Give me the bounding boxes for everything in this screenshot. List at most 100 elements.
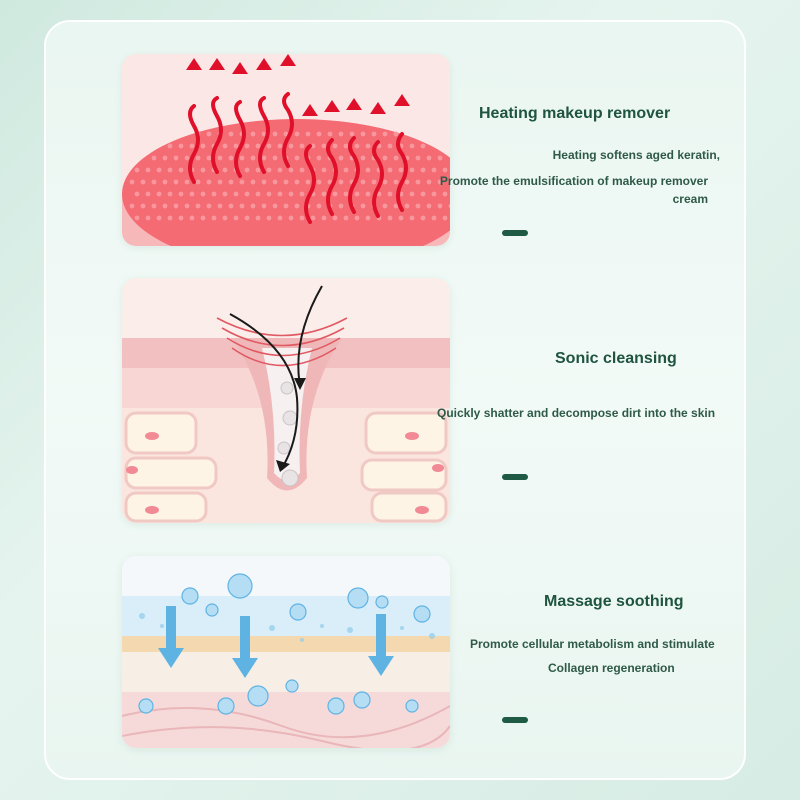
brush-bristle bbox=[178, 167, 184, 173]
brush-bristle bbox=[426, 179, 432, 185]
brush-bristle bbox=[222, 167, 228, 173]
brush-bristle bbox=[365, 215, 371, 221]
brush-bristle bbox=[316, 203, 322, 209]
brush-bristle bbox=[437, 203, 443, 209]
brush-bristle bbox=[195, 179, 201, 185]
brush-bristle bbox=[431, 167, 437, 173]
brush-bristle bbox=[189, 215, 195, 221]
brush-bristle bbox=[173, 155, 179, 161]
brush-bristle bbox=[129, 203, 135, 209]
brush-bristle bbox=[299, 215, 305, 221]
brush-bristle bbox=[222, 215, 228, 221]
brush-bristle bbox=[420, 143, 426, 149]
massage-soothing-image bbox=[122, 556, 450, 748]
brush-bristle bbox=[261, 155, 267, 161]
brush-bristle bbox=[272, 179, 278, 185]
brush-bristle bbox=[167, 191, 173, 197]
brush-bristle bbox=[162, 155, 168, 161]
brush-bristle bbox=[261, 203, 267, 209]
brush-bristle bbox=[343, 167, 349, 173]
brush-bristle bbox=[167, 215, 173, 221]
brush-bristle bbox=[283, 179, 289, 185]
brush-bristle bbox=[310, 143, 316, 149]
brush-bristle bbox=[343, 191, 349, 197]
brush-bristle bbox=[360, 179, 366, 185]
brush-bristle bbox=[250, 131, 256, 137]
brush-bristle bbox=[409, 143, 415, 149]
brush-bristle bbox=[288, 215, 294, 221]
brush-bristle bbox=[222, 143, 228, 149]
brush-bristle bbox=[162, 203, 168, 209]
brush-bristle bbox=[409, 215, 415, 221]
brush-bristle bbox=[200, 143, 206, 149]
brush-bristle bbox=[178, 143, 184, 149]
brush-bristle bbox=[145, 191, 151, 197]
brush-bristle bbox=[393, 203, 399, 209]
brush-bristle bbox=[250, 203, 256, 209]
brush-bristle bbox=[294, 155, 300, 161]
brush-bristle bbox=[283, 131, 289, 137]
brush-bristle bbox=[299, 191, 305, 197]
brush-bristle bbox=[129, 179, 135, 185]
brush-bristle bbox=[332, 143, 338, 149]
brush-bristle bbox=[437, 179, 443, 185]
water-droplet-icon bbox=[138, 573, 431, 715]
brush-bristle bbox=[393, 131, 399, 137]
brush-bristle bbox=[404, 179, 410, 185]
feature-title: Massage soothing bbox=[544, 593, 684, 610]
brush-bristle bbox=[387, 191, 393, 197]
brush-bristle bbox=[184, 155, 190, 161]
brush-bristle bbox=[294, 203, 300, 209]
brush-bristle bbox=[316, 131, 322, 137]
feature-desc-line: Promote cellular metabolism and stimulat… bbox=[470, 637, 715, 651]
brush-bristle bbox=[338, 155, 344, 161]
brush-bristle bbox=[426, 203, 432, 209]
brush-bristle bbox=[255, 167, 261, 173]
brush-bristle bbox=[173, 203, 179, 209]
brush-bristle bbox=[233, 191, 239, 197]
brush-bristle bbox=[173, 179, 179, 185]
brush-bristle bbox=[244, 143, 250, 149]
brush-bristle bbox=[156, 215, 162, 221]
brush-bristle bbox=[365, 167, 371, 173]
brush-bristle bbox=[343, 143, 349, 149]
brush-bristle bbox=[145, 215, 151, 221]
down-arrow-icon bbox=[158, 606, 394, 678]
brush-bristle bbox=[442, 167, 448, 173]
brush-bristle bbox=[288, 167, 294, 173]
brush-bristle bbox=[387, 215, 393, 221]
brush-bristle bbox=[415, 155, 421, 161]
brush-bristle bbox=[272, 155, 278, 161]
brush-bristle bbox=[321, 167, 327, 173]
brush-bristle bbox=[354, 191, 360, 197]
brush-bristle bbox=[420, 167, 426, 173]
brush-bristle bbox=[211, 191, 217, 197]
brush-bristle bbox=[387, 143, 393, 149]
brush-bristle bbox=[156, 167, 162, 173]
brush-bristle bbox=[266, 191, 272, 197]
brush-bristle bbox=[217, 155, 223, 161]
brush-bristle bbox=[184, 179, 190, 185]
brush-bristle bbox=[195, 155, 201, 161]
brush-bristle bbox=[360, 203, 366, 209]
brush-bristle bbox=[321, 215, 327, 221]
brush-bristle bbox=[200, 167, 206, 173]
feature-desc-line: Collagen regeneration bbox=[548, 661, 675, 675]
brush-bristle bbox=[272, 131, 278, 137]
brush-bristle bbox=[167, 167, 173, 173]
brush-bristle bbox=[420, 215, 426, 221]
brush-bristle bbox=[162, 179, 168, 185]
brush-bristle bbox=[233, 215, 239, 221]
brush-bristle bbox=[360, 131, 366, 137]
brush-bristle bbox=[338, 179, 344, 185]
brush-bristle bbox=[151, 155, 157, 161]
brush-bristle bbox=[365, 191, 371, 197]
brush-bristle bbox=[244, 167, 250, 173]
brush-bristle bbox=[310, 215, 316, 221]
brush-bristle bbox=[365, 143, 371, 149]
section-divider bbox=[502, 474, 528, 480]
brush-bristle bbox=[178, 191, 184, 197]
brush-bristle bbox=[332, 191, 338, 197]
brush-bristle bbox=[266, 143, 272, 149]
brush-bristle bbox=[206, 155, 212, 161]
